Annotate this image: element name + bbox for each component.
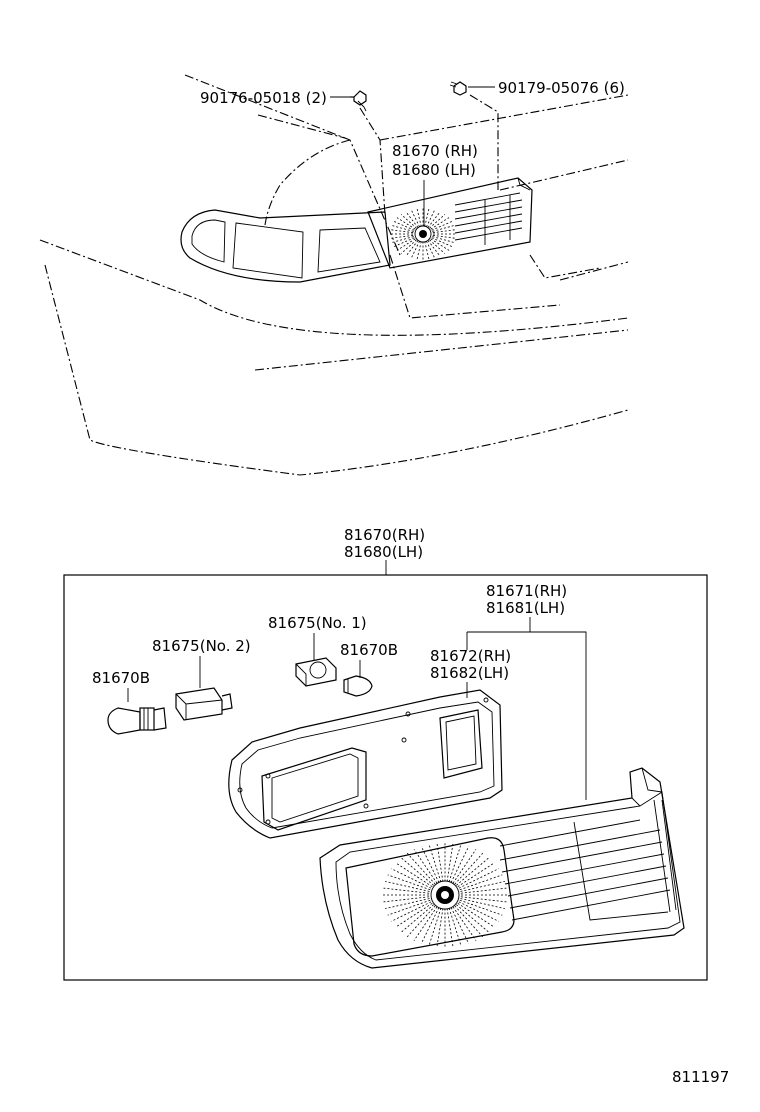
reflector-ray: [454, 905, 484, 938]
socket-no1-label: 81675(No. 1): [268, 614, 367, 632]
reflector-ray: [427, 211, 441, 228]
reflector-ray: [458, 868, 499, 889]
reflector-ray: [395, 902, 433, 928]
reflector-ray: [448, 908, 462, 947]
reflector-ray: [458, 901, 499, 922]
exploded-view-frame: [63, 574, 708, 981]
reflector-ray: [446, 908, 454, 948]
bulb-icon: [343, 675, 373, 697]
reflector-ray: [420, 907, 440, 944]
socket-icon: [175, 687, 233, 721]
reflector-ray: [456, 857, 490, 886]
housing-label-lh: 81682(LH): [430, 664, 509, 682]
reflector-ray: [454, 852, 484, 885]
bulb-icon: [107, 707, 167, 735]
screw-icon: [449, 81, 467, 96]
reflector-ray: [460, 880, 505, 892]
reflector-ray: [413, 849, 438, 884]
reflector-ray: [400, 214, 417, 229]
reflector-ray: [387, 899, 431, 916]
reflector-ray: [457, 862, 495, 888]
reflector-ray: [391, 868, 432, 889]
reflector-ray: [459, 874, 503, 891]
reflector-ray: [426, 209, 435, 228]
screw-icon: [350, 90, 367, 112]
box-label-lh: 81680(LH): [344, 543, 423, 561]
reflector-ray: [406, 905, 436, 938]
assy-label-rh: 81670 (RH): [392, 142, 478, 160]
reflector-ray: [411, 209, 420, 228]
reflector-ray: [450, 846, 470, 883]
reflector-ray: [460, 887, 507, 894]
reflector-ray: [452, 906, 477, 941]
assy-label-lh: 81680 (LH): [392, 161, 476, 179]
reflector-ray: [383, 887, 430, 894]
reflector-ray: [452, 849, 477, 884]
reflector-ray: [424, 241, 430, 260]
reflector-ray: [400, 904, 434, 933]
reflector-ray: [400, 239, 417, 254]
reflector-ray: [460, 896, 507, 903]
lamp-lens: [319, 767, 685, 969]
reflector-ray: [411, 240, 420, 259]
reflector-ray: [427, 240, 441, 257]
reflector-ray: [424, 208, 430, 227]
reflector-ray: [448, 843, 462, 882]
reflector-ray: [395, 862, 433, 888]
reflector-ray: [416, 208, 422, 227]
reflector-ray: [428, 843, 442, 882]
reflector-ray: [436, 908, 444, 948]
reflector-ray: [446, 842, 454, 882]
reflector-bottom: [383, 842, 507, 948]
socket-no2-label: 81675(No. 2): [152, 637, 251, 655]
reflector-ray: [416, 241, 422, 260]
reflector-top: [414, 225, 432, 243]
reflector-ray: [400, 857, 434, 886]
lens-label-lh: 81681(LH): [486, 599, 565, 617]
diagram-number: 811197: [672, 1068, 729, 1086]
box-label-rh: 81670(RH): [344, 526, 425, 544]
lens-label-rh: 81671(RH): [486, 582, 567, 600]
reflector-ray: [420, 846, 440, 883]
reflector-ray: [413, 906, 438, 941]
screw-label-right: 90179-05076 (6): [498, 79, 625, 97]
reflector-ray: [383, 896, 430, 903]
vehicle-rear-view: [39, 74, 629, 476]
socket-icon: [295, 657, 337, 687]
reflector-ray: [450, 907, 470, 944]
reflector-ray: [406, 852, 436, 885]
reflector-ray: [429, 214, 446, 229]
reflector-ray: [385, 880, 430, 892]
reflector-ray: [456, 904, 490, 933]
reflector-ray: [405, 240, 419, 257]
reflector-ray: [459, 899, 503, 916]
reflector-ray: [429, 239, 446, 254]
reflector-ray: [405, 211, 419, 228]
reflector-ray: [460, 898, 505, 910]
housing-label-rh: 81672(RH): [430, 647, 511, 665]
reflector-ray: [385, 898, 430, 910]
reflector-ray: [436, 842, 444, 882]
bulb-small-label: 81670B: [340, 641, 398, 659]
reflector-ray: [387, 874, 431, 891]
bulb-large-label: 81670B: [92, 669, 150, 687]
reflector-ray: [391, 901, 432, 922]
screw-label-left: 90176-05018 (2): [200, 89, 327, 107]
reflector-ray: [457, 902, 495, 928]
reflector-ray: [428, 908, 442, 947]
reflector-ray: [426, 240, 435, 259]
lamp-housing: [228, 689, 503, 839]
